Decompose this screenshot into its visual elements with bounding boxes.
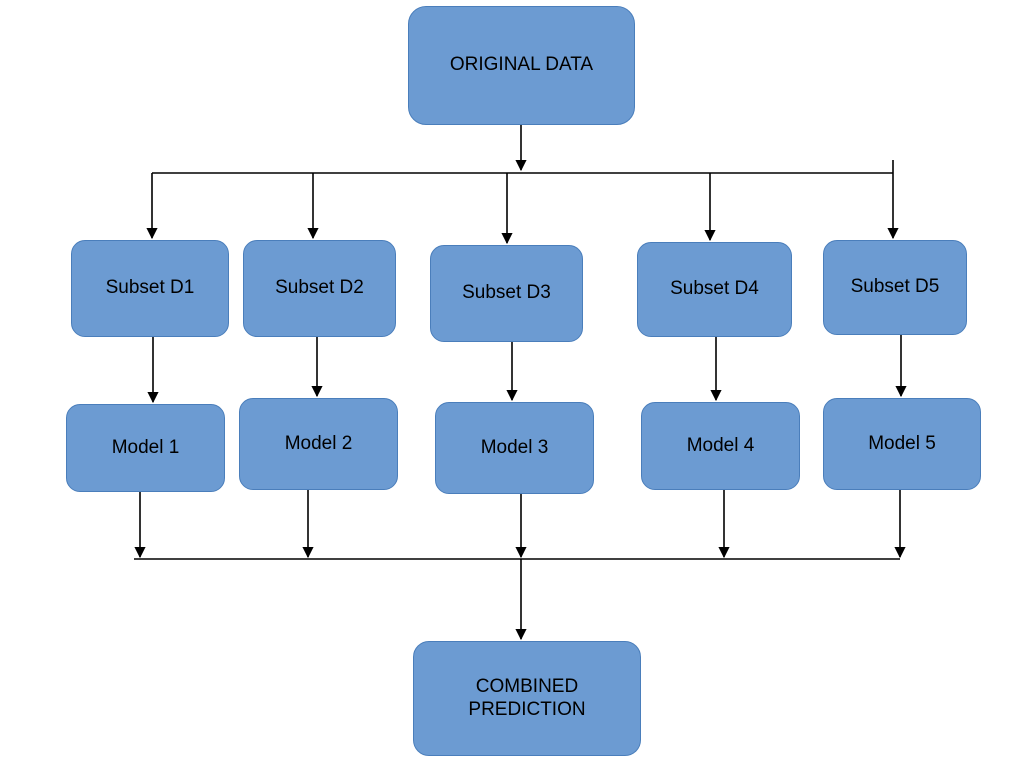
node-subset-d4[interactable]: Subset D4 <box>637 242 792 337</box>
node-model-2[interactable]: Model 2 <box>239 398 398 490</box>
node-model-4[interactable]: Model 4 <box>641 402 800 490</box>
node-model-5[interactable]: Model 5 <box>823 398 981 490</box>
node-subset-d5[interactable]: Subset D5 <box>823 240 967 335</box>
node-subset-d1[interactable]: Subset D1 <box>71 240 229 337</box>
node-model-3[interactable]: Model 3 <box>435 402 594 494</box>
node-combined-prediction[interactable]: COMBINED PREDICTION <box>413 641 641 756</box>
node-model-1[interactable]: Model 1 <box>66 404 225 492</box>
node-subset-d3[interactable]: Subset D3 <box>430 245 583 342</box>
node-subset-d2[interactable]: Subset D2 <box>243 240 396 337</box>
node-original-data[interactable]: ORIGINAL DATA <box>408 6 635 125</box>
